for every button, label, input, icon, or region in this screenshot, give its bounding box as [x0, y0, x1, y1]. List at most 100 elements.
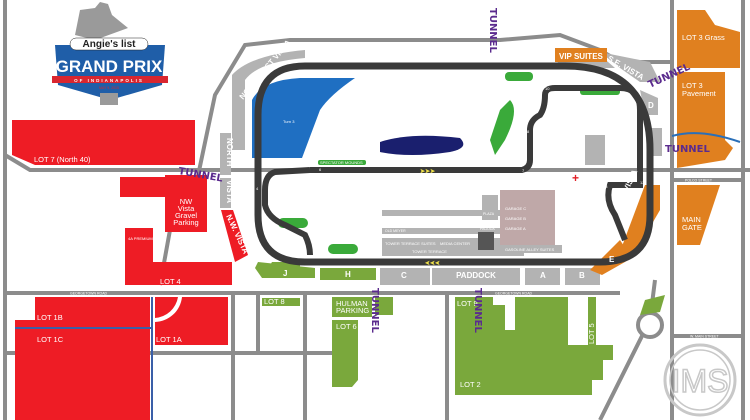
lot-8 — [262, 298, 300, 306]
roundabout — [636, 311, 664, 339]
north-vista-label: NORTH — [225, 138, 234, 167]
turn-markers: 1 2 3 4 5 6 7 8 9 10 11 12 13 14 — [256, 86, 645, 259]
e-stand-label: E — [609, 255, 615, 264]
medical-cross-icon: + — [572, 171, 579, 185]
lot-2-label: LOT 2 — [460, 380, 481, 389]
polco-street-label: POLCO STREET — [685, 179, 713, 183]
grandstands — [220, 50, 662, 285]
spectator-mound — [328, 244, 358, 254]
main-street-label: W. MAIN STREET — [690, 335, 719, 339]
a-stand-label: A — [540, 271, 546, 280]
lot-7 — [120, 177, 168, 197]
svg-text:3: 3 — [272, 224, 275, 229]
turn-3-area — [252, 78, 355, 158]
svg-text:5: 5 — [308, 177, 311, 182]
svg-text:8: 8 — [527, 129, 530, 134]
spectator-mounds-label: SPECTATOR MOUNDS — [320, 160, 363, 165]
hulman-parking — [332, 297, 372, 317]
lot-6-label: LOT 6 — [336, 322, 357, 331]
j-stand-label: J — [283, 269, 287, 278]
sw-vista-label: S.W. VISTA — [613, 168, 639, 210]
vip-suites-label: VIP SUITES — [559, 52, 604, 61]
svg-text:13: 13 — [603, 184, 608, 189]
lot-8-label: LOT 8 — [264, 297, 285, 306]
lot-5-label: LOT 5 — [587, 323, 596, 344]
north-vista-stand — [220, 133, 231, 175]
svg-text:Angie's list: Angie's list — [83, 39, 137, 50]
lot-1a — [155, 297, 228, 345]
j-stand — [255, 262, 315, 278]
plaza-label: PLAZA — [483, 212, 495, 216]
spectator-mound — [490, 98, 514, 155]
lot-1a-label: LOT 1A — [156, 335, 182, 344]
lot-9-label: LOT 9 — [457, 299, 478, 308]
lot-1b-label: LOT 1B — [37, 313, 63, 322]
svg-text:OF INDIANAPOLIS: OF INDIANAPOLIS — [74, 78, 144, 83]
direction-arrows-icon: ➤➤➤ — [424, 259, 440, 266]
old-meyer-label: OLD MEYER — [385, 229, 406, 233]
lot-7-label: LOT 7 — [122, 204, 143, 213]
spectator-mound — [318, 160, 366, 165]
orange-lots — [677, 10, 740, 245]
a-stand — [525, 268, 560, 285]
lot-1b-1c — [15, 297, 150, 420]
svg-text:IMS: IMS — [672, 363, 729, 399]
pagoda-label: PAGODA — [480, 227, 495, 231]
new-meyer-label: NEW MEYER — [385, 205, 407, 209]
lot-4-label: LOT 4 — [160, 277, 181, 286]
ims-logo: IMS — [663, 343, 737, 417]
garage-a-label: GARAGE A — [505, 226, 526, 231]
direction-arrows-icon: ➤➤➤ — [420, 168, 436, 175]
lot-5 — [588, 297, 596, 345]
lot-4 — [125, 228, 232, 285]
c-stand — [380, 268, 430, 285]
grand-prix-logo: Angie's list GRAND PRIX OF INDIANAPOLIS … — [52, 2, 168, 105]
turn-3-label: Turn 3 — [283, 119, 295, 124]
svg-text:4: 4 — [256, 186, 259, 191]
tunnel-label: TUNNEL — [665, 144, 711, 155]
b-stand — [565, 268, 600, 285]
svg-text:14: 14 — [609, 232, 614, 237]
tower-terrace-label: TOWER TERRACE — [412, 249, 447, 254]
svg-text:12: 12 — [640, 180, 645, 185]
vip-suites-stand — [555, 48, 607, 62]
georgetown-road-label: GEORGETOWN ROAD — [70, 292, 108, 296]
paddock-stand — [432, 268, 520, 285]
lot-3-grass-label: LOT 3 Grass — [682, 33, 725, 42]
svg-text:1: 1 — [313, 254, 316, 259]
d-stand-label: D — [648, 101, 654, 110]
svg-text:GRAND PRIX: GRAND PRIX — [56, 57, 163, 76]
svg-text:11: 11 — [621, 93, 626, 98]
lot-3-pavement — [677, 72, 733, 168]
svg-text:6: 6 — [319, 167, 322, 172]
garage-c-label: GARAGE C — [505, 206, 526, 211]
svg-text:MAY 9, 2015: MAY 9, 2015 — [99, 86, 119, 90]
tunnel-label: TUNNEL — [487, 8, 498, 54]
tunnel-label: TUNNEL — [369, 288, 380, 334]
media-center-label: MEDIA CENTER — [440, 241, 470, 246]
northeast-vista-stand — [232, 50, 305, 150]
svg-text:7: 7 — [522, 168, 525, 173]
road-course — [310, 85, 643, 242]
b-stand-label: B — [579, 271, 585, 280]
gasoline-alley-suites-label: GASOLINE ALLEY SUITES — [505, 247, 555, 252]
lot-7-north-40 — [12, 120, 195, 165]
c-stand-label: C — [401, 271, 407, 280]
nw-vista-stand — [221, 210, 248, 262]
garage-b-label: GARAGE B — [505, 216, 526, 221]
h-stand-label: H — [345, 270, 351, 279]
e-stand — [590, 240, 632, 275]
tunnel-label: TUNNEL — [472, 288, 483, 334]
lot-3-grass — [677, 10, 740, 68]
se-vista-stand — [600, 52, 660, 82]
spectator-mound — [505, 72, 533, 81]
lot-6 — [332, 320, 358, 387]
lot-4a-label: 4A PREMIUM — [128, 236, 153, 241]
paddock-label: PADDOCK — [456, 271, 496, 280]
georgetown-road-label: GEORGETOWN ROAD — [495, 292, 533, 296]
